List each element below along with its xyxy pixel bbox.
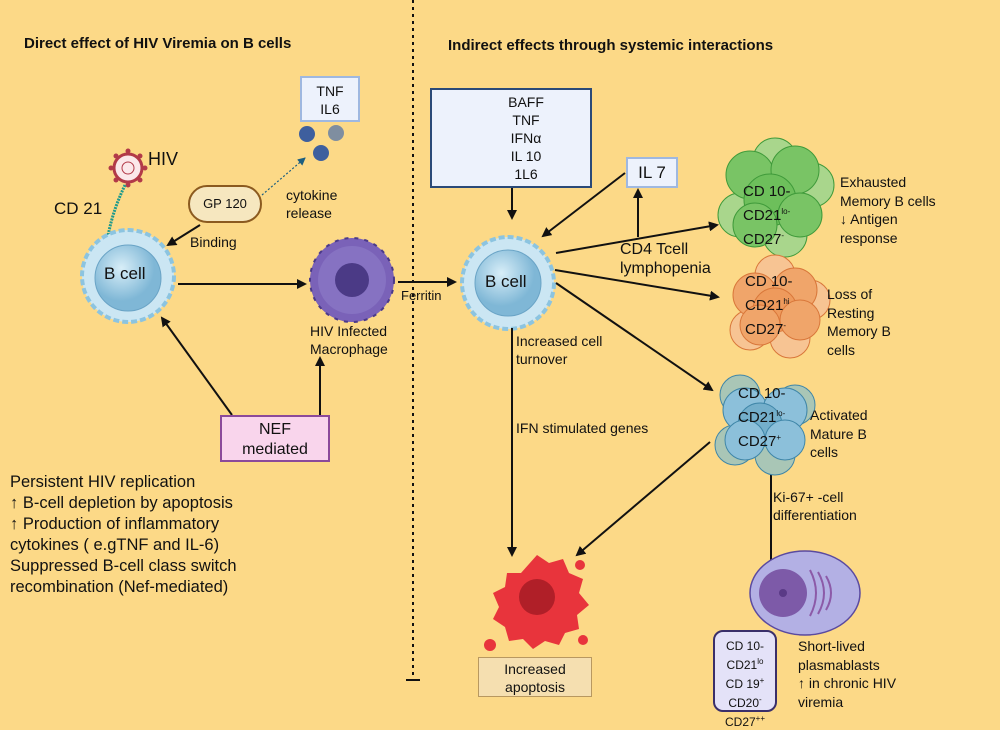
marker-base: CD27 [745,321,784,338]
apoptotic-cell-icon [484,555,589,651]
left-bcell-label: B cell [104,264,146,283]
marker: CD21lo- [738,404,786,428]
marker: CD 10- [738,385,786,402]
cytokine-item: 1L6 [514,166,538,182]
marker-sup: - [759,695,762,704]
macrophage-label: HIV Infected Macrophage [310,323,388,357]
nef-to-bcell-arrow [160,316,233,416]
bcell-to-exhausted-arrow [555,221,719,254]
il7-to-bcell-arrow [541,172,626,238]
cytokine-item: IL 10 [510,148,542,164]
marker: CD27++ [715,711,775,730]
resting-memory-bcell-cluster-icon [729,254,831,359]
ifn-label: IFN stimulated genes [516,420,649,436]
marker-sup: lo [757,657,764,666]
cytokine-item: IL6 [320,101,340,117]
exhausted-description: Exhausted Memory B cells ↓ Antigen respo… [840,174,936,246]
cytokine-item: IFNα [510,130,542,146]
activated-description: Activated Mature B cells [810,407,868,460]
macrophage-icon [309,237,395,323]
marker-base: CD21 [738,409,777,426]
increased-apoptosis-box: Increased apoptosis [478,657,592,697]
cluster-markers-exhausted: CD 10- CD21lo- CD27- [743,182,791,250]
activated-mature-bcell-cluster-icon [714,374,816,476]
bcell-to-activated-arrow [555,282,714,392]
marker-sup: - [783,321,787,330]
cd21-receptor-icon [106,184,127,237]
cytokine-item: TNF [316,83,344,99]
right-bcell-icon [460,235,556,331]
systemic-cytokine-box: BAFF TNF IFNα IL 10 1L6 [430,88,592,188]
cytokine-molecules-icon [299,125,344,161]
hiv-virus-icon [108,148,148,188]
marker: CD27+ [738,428,786,452]
marker-sup: lo- [781,207,791,216]
marker: CD21hi [745,292,793,316]
marker-base: CD21 [745,297,784,314]
marker: CD21lo [715,654,775,673]
summary-line: Persistent HIV replication [10,473,196,491]
marker-base: CD20 [728,696,759,710]
cluster-markers-resting: CD 10- CD21hi CD27- [745,272,793,340]
ki67-label: Ki-67+ -cell differentiation [773,489,857,523]
tnf-il6-box: TNF IL6 [300,76,360,122]
exhausted-memory-bcell-cluster-icon [717,137,835,258]
marker-base: CD 19 [725,677,760,691]
marker-sup: lo- [776,409,786,418]
cd21-label: CD 21 [54,199,103,218]
binding-arrow [166,224,201,247]
cytokine-release-label: cytokine release [286,187,338,221]
cd4-lymphopenia-label: CD4 Tcell lymphopenia [620,241,711,277]
cluster-markers-activated: CD 10- CD21lo- CD27+ [738,384,786,452]
ferritin-label: Ferritin [401,288,442,303]
summary-line: Suppressed B-cell class switch [10,557,237,575]
left-panel-title: Direct effect of HIV Viremia on B cells [24,35,292,52]
marker-sup: + [776,433,782,442]
bcell-to-resting-arrow [554,269,720,301]
marker: CD 10- [743,183,791,200]
right-bcell-label: B cell [485,272,527,291]
left-bcell-icon [80,228,176,324]
nef-mediated-box: NEF mediated [220,415,330,462]
marker-base: CD21 [743,207,782,224]
summary-line: cytokines ( e.gTNF and IL-6) [10,536,220,554]
turnover-label: Increased cell turnover [516,333,603,367]
marker: CD27- [745,316,793,340]
marker-sup: - [781,231,785,240]
activated-to-apoptosis-arrow [575,441,711,557]
marker: CD27- [743,226,791,250]
resting-description: Loss of Resting Memory B cells [827,286,891,358]
marker: CD20- [715,692,775,711]
marker-base: CD27 [724,715,756,729]
marker-sup: + [759,676,765,685]
il7-box: IL 7 [626,157,678,188]
gp120-pill: GP 120 [188,185,262,223]
marker: CD 19+ [715,673,775,692]
cytokine-release-arrow [261,157,306,196]
hiv-label: HIV [148,149,179,169]
plasmablast-markers-box: CD 10- CD21lo CD 19+ CD20- CD27++ [713,630,777,729]
marker: CD21lo- [743,202,791,226]
summary-line: recombination (Nef-mediated) [10,578,229,596]
marker-base: CD21 [726,658,758,672]
plasmablast-description: Short-lived plasmablasts ↑ in chronic HI… [798,638,897,710]
cytokine-item: TNF [512,112,540,128]
marker-base: CD 10- [725,639,764,653]
right-panel-title: Indirect effects through systemic intera… [448,37,774,54]
marker-sup: ++ [755,714,766,723]
summary-line: ↑ Production of inflammatory [10,515,220,533]
summary-line: ↑ B-cell depletion by apoptosis [10,494,233,512]
binding-label: Binding [190,234,237,250]
cytokine-item: BAFF [508,94,544,110]
plasmablast-icon [749,550,861,636]
marker-base: CD27 [738,433,777,450]
left-summary: Persistent HIV replication ↑ B-cell depl… [10,472,237,598]
marker: CD 10- [745,273,793,290]
marker-sup: hi [783,297,790,306]
marker: CD 10- [715,635,775,654]
marker-base: CD27 [743,231,782,248]
